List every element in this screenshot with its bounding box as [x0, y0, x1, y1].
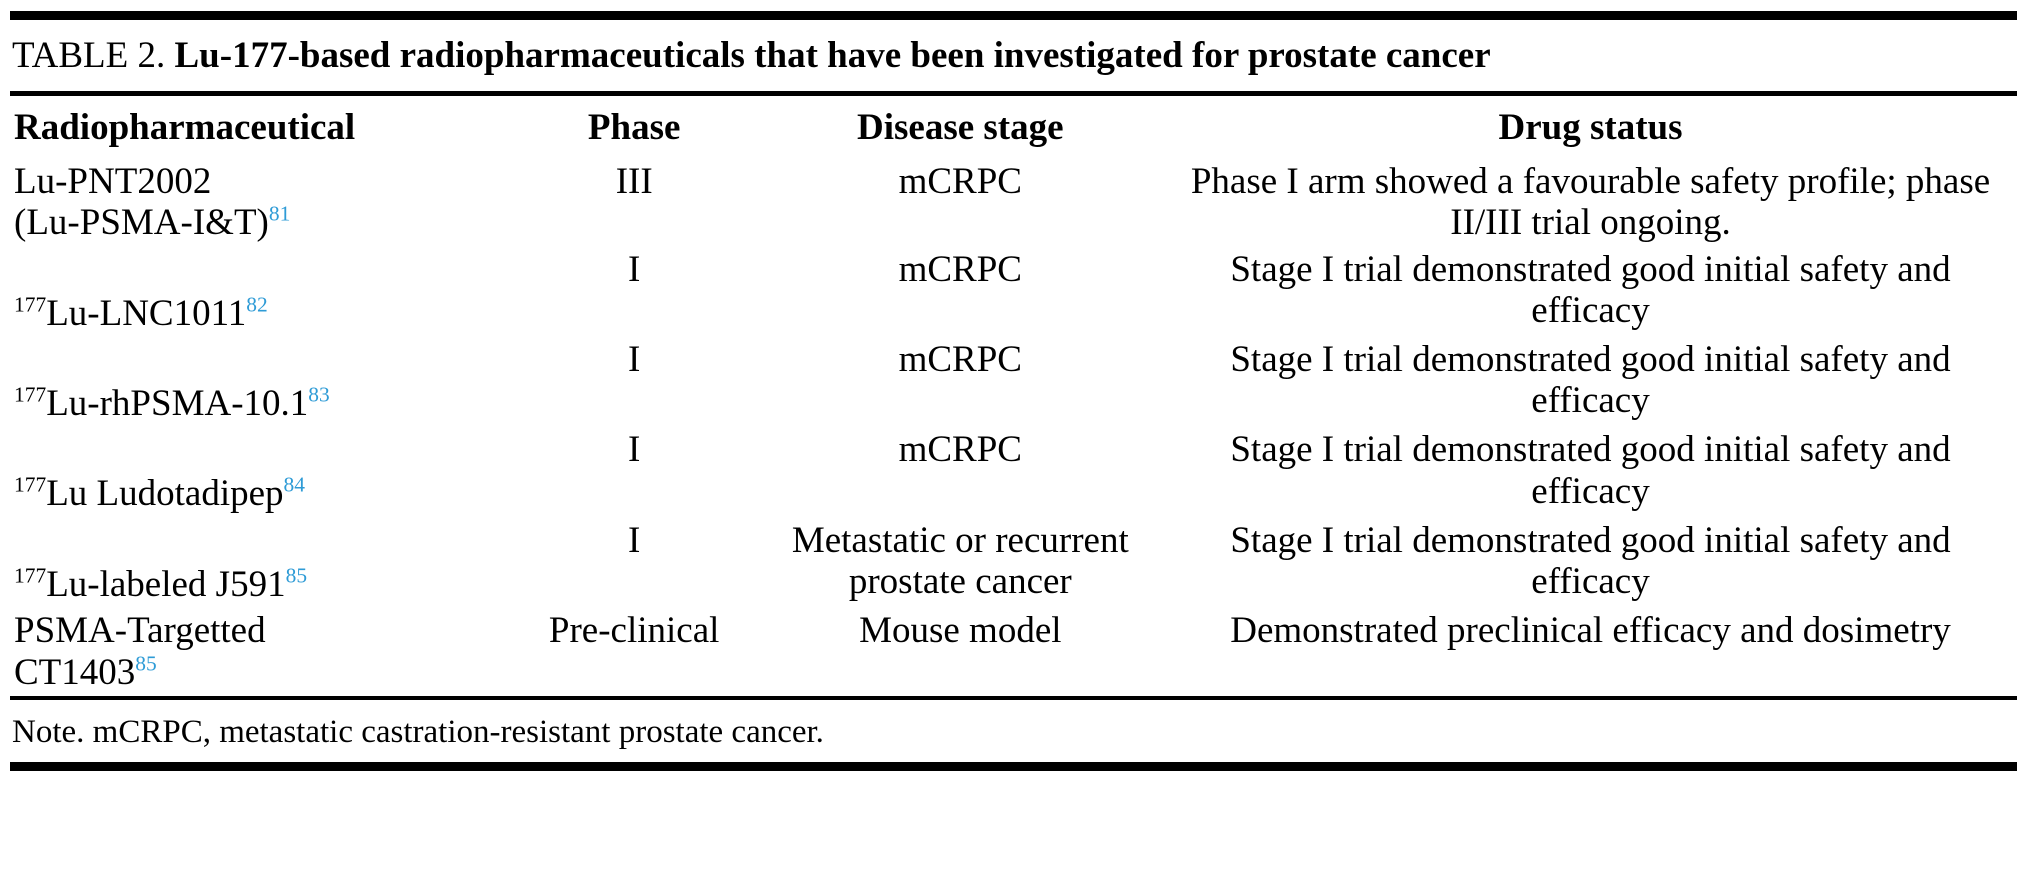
radiopharmaceuticals-table: Radiopharmaceutical Phase Disease stage …: [10, 96, 2017, 696]
drug-name-line1: Lu-labeled J591: [46, 563, 286, 605]
cell-drug-status: Phase I arm showed a favourable safety p…: [1190, 160, 1991, 244]
isotope-superscript: 177: [14, 563, 47, 588]
isotope-superscript: 177: [14, 473, 47, 498]
table-caption-label: TABLE 2.: [12, 35, 166, 76]
cell-drug-status: Stage I trial demonstrated good initial …: [1230, 519, 1951, 603]
drug-name-line1: Lu-rhPSMA-10.1: [46, 383, 309, 424]
table-body: Lu-PNT2002(Lu-PSMA-I&T)81 III mCRPC Phas…: [10, 159, 2017, 697]
cell-radiopharmaceutical: 177Lu-LNC101182: [10, 247, 512, 337]
cell-radiopharmaceutical: Lu-PNT2002(Lu-PSMA-I&T)81: [10, 159, 512, 247]
cell-radiopharmaceutical: 177Lu-rhPSMA-10.183: [10, 337, 512, 427]
cell-phase: I: [628, 339, 641, 380]
drug-name-line2: CT1403: [14, 651, 136, 693]
isotope-superscript: 177: [14, 292, 47, 317]
table-top-rule: [10, 11, 2017, 20]
cell-phase: III: [615, 160, 653, 202]
cell-disease-stage: mCRPC: [898, 339, 1022, 380]
cell-drug-status: Stage I trial demonstrated good initial …: [1230, 248, 1951, 331]
drug-name-line1: Lu Ludotadipep: [46, 473, 284, 515]
cell-phase: I: [628, 248, 641, 290]
cell-radiopharmaceutical: 177Lu-labeled J59185: [10, 518, 512, 608]
table-caption: TABLE 2. Lu-177-based radiopharmaceutica…: [10, 20, 2017, 91]
drug-name-line1: Lu-PNT2002: [14, 160, 212, 202]
drug-name-line2: (Lu-PSMA-I&T): [14, 202, 269, 244]
column-header-radiopharmaceutical: Radiopharmaceutical: [14, 106, 356, 148]
cell-phase: Pre-clinical: [548, 610, 720, 652]
column-header-drug-status: Drug status: [1498, 106, 1683, 148]
column-header-phase: Phase: [587, 106, 681, 148]
table-header-row: Radiopharmaceutical Phase Disease stage …: [10, 96, 2017, 159]
drug-name-line1: PSMA-Targetted: [14, 610, 266, 652]
reference-superscript[interactable]: 83: [308, 382, 330, 407]
caption-bottom-rule: [10, 90, 2017, 96]
table-row: 177Lu Ludotadipep84 I mCRPC Stage I tria…: [10, 427, 2017, 517]
table-row: 177Lu-LNC101182 I mCRPC Stage I trial de…: [10, 247, 2017, 337]
cell-drug-status: Stage I trial demonstrated good initial …: [1230, 339, 1951, 422]
cell-phase: I: [628, 429, 641, 471]
table-row: Lu-PNT2002(Lu-PSMA-I&T)81 III mCRPC Phas…: [10, 159, 2017, 247]
table-caption-title: Lu-177-based radiopharmaceuticals that h…: [174, 35, 1491, 76]
table-bottom-rule: [10, 762, 2017, 772]
table-2-container: TABLE 2. Lu-177-based radiopharmaceutica…: [0, 11, 2027, 883]
drug-name-line1: Lu-LNC1011: [46, 292, 247, 334]
reference-superscript[interactable]: 84: [283, 473, 305, 498]
cell-disease-stage: mCRPC: [898, 429, 1022, 471]
table-row: 177Lu-rhPSMA-10.183 I mCRPC Stage I tria…: [10, 337, 2017, 427]
isotope-superscript: 177: [14, 382, 47, 407]
cell-disease-stage: Metastatic or recurrent prostate cancer: [791, 519, 1129, 603]
reference-superscript[interactable]: 82: [246, 292, 268, 317]
table-note: Note. mCRPC, metastatic castration-resis…: [12, 714, 824, 751]
column-header-disease-stage: Disease stage: [857, 106, 1064, 148]
cell-drug-status: Demonstrated preclinical efficacy and do…: [1230, 610, 1951, 652]
cell-phase: I: [628, 519, 641, 561]
reference-superscript[interactable]: 81: [268, 201, 291, 226]
cell-disease-stage: mCRPC: [898, 160, 1022, 202]
cell-disease-stage: mCRPC: [898, 248, 1022, 290]
cell-drug-status: Stage I trial demonstrated good initial …: [1230, 429, 1951, 512]
cell-disease-stage: Mouse model: [859, 610, 1062, 652]
cell-radiopharmaceutical: 177Lu Ludotadipep84: [10, 427, 512, 517]
reference-superscript[interactable]: 85: [135, 651, 157, 676]
table-body-bottom-rule: [10, 696, 2017, 701]
reference-superscript[interactable]: 85: [285, 563, 308, 588]
table-header: Radiopharmaceutical Phase Disease stage …: [10, 96, 2017, 159]
table-row: 177Lu-labeled J59185 I Metastatic or rec…: [10, 518, 2017, 608]
